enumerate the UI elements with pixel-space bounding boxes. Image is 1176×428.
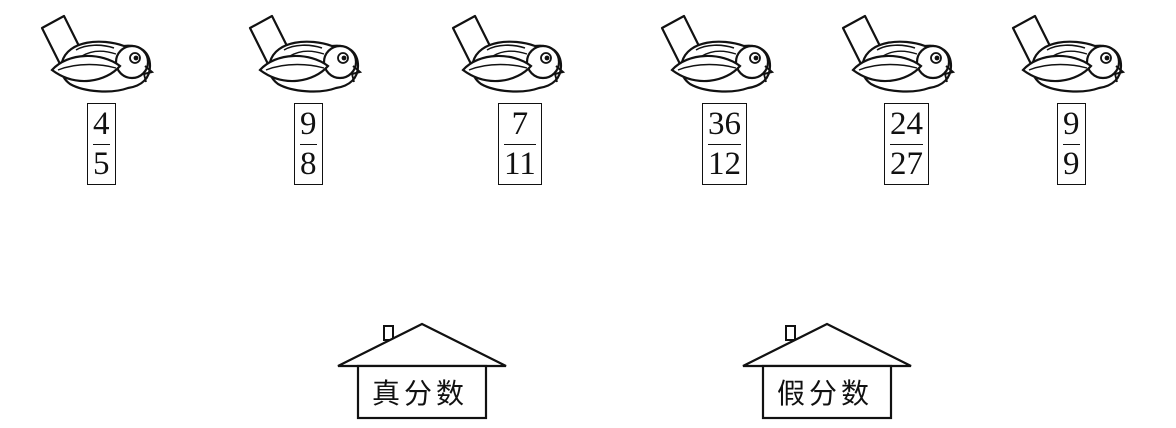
house-icon bbox=[742, 322, 912, 420]
bird-icon bbox=[240, 12, 365, 97]
fraction-card[interactable]: 4 5 bbox=[87, 103, 116, 185]
fraction-denominator: 5 bbox=[93, 146, 110, 182]
fraction-bar bbox=[1063, 144, 1080, 145]
fraction-numerator: 24 bbox=[890, 106, 923, 142]
bird-icon bbox=[833, 12, 958, 97]
fraction-card[interactable]: 24 27 bbox=[884, 103, 929, 185]
fraction-denominator: 9 bbox=[1063, 146, 1080, 182]
fraction-numerator: 7 bbox=[511, 106, 529, 142]
fraction-card[interactable]: 9 9 bbox=[1057, 103, 1086, 185]
fraction-denominator: 12 bbox=[708, 146, 741, 182]
house-icon bbox=[337, 322, 507, 420]
bird-icon bbox=[32, 12, 157, 97]
fraction-numerator: 4 bbox=[93, 106, 110, 142]
fraction-numerator: 36 bbox=[708, 106, 741, 142]
fraction-numerator: 9 bbox=[300, 106, 317, 142]
bird-icon bbox=[443, 12, 568, 97]
house-label: 真分数 bbox=[371, 377, 468, 410]
fraction-denominator: 11 bbox=[504, 146, 536, 182]
fraction-bar bbox=[890, 144, 923, 145]
fraction-numerator: 9 bbox=[1063, 106, 1080, 142]
fraction-bar bbox=[504, 144, 536, 145]
bird-icon bbox=[1003, 12, 1128, 97]
fraction-denominator: 27 bbox=[890, 146, 923, 182]
fraction-card[interactable]: 36 12 bbox=[702, 103, 747, 185]
fraction-bar bbox=[708, 144, 741, 145]
fraction-card[interactable]: 7 11 bbox=[498, 103, 542, 185]
bird-icon bbox=[652, 12, 777, 97]
fraction-bar bbox=[300, 144, 317, 145]
fraction-bar bbox=[93, 144, 110, 145]
house-improper-fractions[interactable]: 假分数 bbox=[741, 322, 913, 422]
fraction-card[interactable]: 9 8 bbox=[294, 103, 323, 185]
house-proper-fractions[interactable]: 真分数 bbox=[336, 322, 508, 422]
house-label: 假分数 bbox=[776, 377, 873, 410]
fraction-denominator: 8 bbox=[300, 146, 317, 182]
